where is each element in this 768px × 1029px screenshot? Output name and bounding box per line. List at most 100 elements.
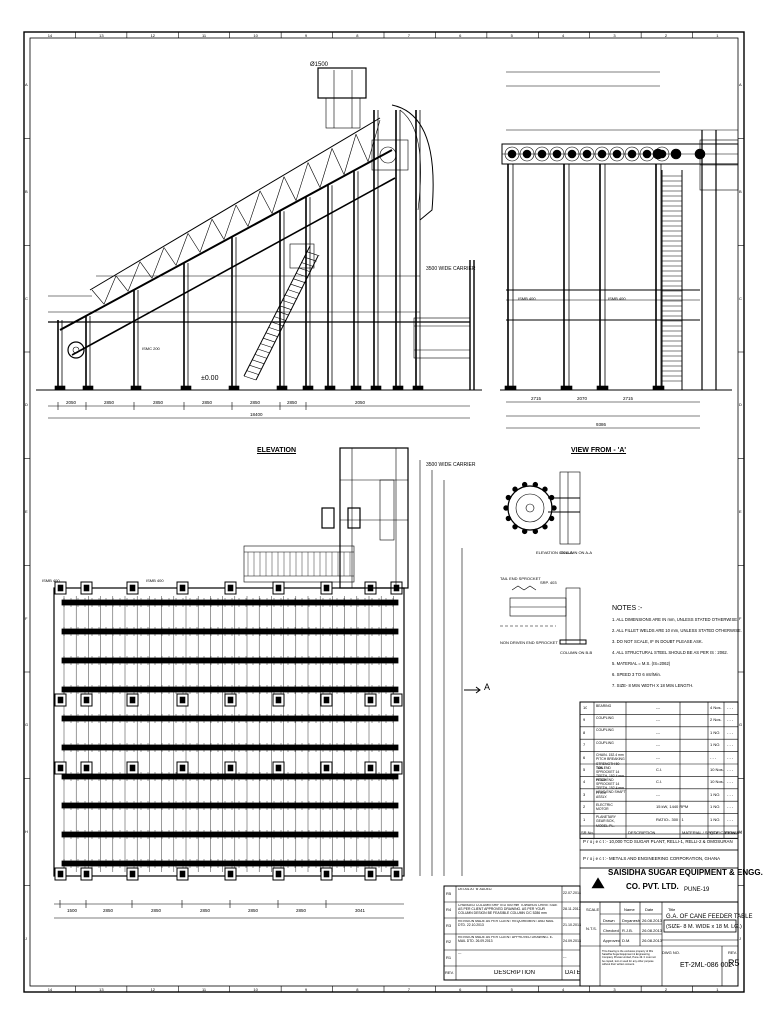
bom-row-description: BEARING (596, 703, 612, 708)
title-header: Title (668, 907, 676, 912)
revision-grid (443, 885, 581, 981)
border-col-label: 13 (99, 987, 104, 992)
beam-tag-3: ISMC 200 (142, 346, 160, 351)
bom-row-number: 5 (583, 767, 586, 772)
bom-row-qty: 1 NO. (710, 791, 721, 797)
side-dimension: 2715 (531, 396, 542, 401)
border-col-label: 7 (407, 33, 410, 38)
non-driven-tag: NON DRIVEN END SPROCKET (500, 640, 558, 645)
diameter-label: Ø1500 (310, 62, 329, 68)
plan-dimension: 2850 (248, 908, 259, 913)
sprocket-tag: SRP. 403 (540, 580, 557, 585)
border-col-label: 8 (356, 987, 359, 992)
drawn-date: 26.08.2013 (642, 918, 663, 923)
date-header: Date (645, 907, 654, 912)
elevation-dimension: 2850 (104, 400, 115, 405)
border-row-label: E (739, 509, 742, 514)
plan-dimension: 2850 (151, 908, 162, 913)
border-col-label: 4 (562, 987, 565, 992)
bom-row-material: --- (656, 705, 660, 710)
bom-row-description: ELECTRIC MOTOR (596, 802, 613, 811)
note-item: 4. ALL STRUCTURAL STEEL SHOULD BE AS PER… (612, 650, 728, 655)
elevation-stair (243, 243, 320, 381)
scale-label: SCALE (586, 907, 600, 912)
bom-row-material: --- (656, 729, 660, 735)
border-col-label: 10 (253, 33, 258, 38)
side-view-columns (504, 130, 717, 391)
border-col-label: 5 (510, 33, 513, 38)
bom-row-qty: 1 NO. (710, 729, 721, 735)
bom-row-number: 4 (583, 779, 586, 785)
plan-view (53, 447, 481, 919)
carrier-tag-2: 3500 WIDE CARRIER (426, 462, 476, 468)
carrier-tag: 3500 WIDE CARRIER (426, 266, 476, 272)
note-item: 2. ALL FILLET WELDS ARE 10 mm, UNLESS ST… (612, 628, 742, 633)
border-col-label: 8 (356, 33, 359, 38)
revision-col-date: DATE (565, 970, 581, 976)
side-dimension: 2715 (623, 396, 634, 401)
bom-row-material: 15 kW, 1440 RPM (656, 804, 689, 810)
bom-row-number: 7 (583, 742, 586, 748)
bom-grid (579, 701, 739, 839)
elevation-dimension: 2850 (250, 400, 261, 405)
project-line-1: P r o j e c t :- 10,000 TCD SUGAR PLANT,… (583, 839, 733, 844)
border-col-label: 13 (99, 33, 104, 38)
plan-verticals (63, 596, 394, 872)
company-name: SAISIDHA SUGAR EQUIPMENT & ENGG. (608, 868, 763, 877)
elevation-dimension: 2850 (287, 400, 298, 405)
bom-header: MATERIAL / SPECIFICATION (682, 829, 736, 835)
bom-row-material: C.I. (656, 767, 663, 772)
elevation-title: ELEVATION (257, 447, 297, 454)
elevation-dimensions (57, 402, 307, 410)
bom-header: SR.No. (581, 829, 594, 835)
section-arrow-label: A (484, 682, 491, 692)
bom-header: REMARK (725, 829, 743, 835)
side-view (500, 71, 739, 429)
revision-date: 21.10.2013 (563, 923, 581, 927)
beam-tag: ISMB 400 (518, 296, 536, 301)
plan-dimension: 2850 (200, 908, 211, 913)
bom-row-qty: - - - (710, 754, 717, 760)
bom-row-remark: - - - (727, 816, 734, 822)
notes-block: NOTES :- 1. ALL DIMENSIONS ARE IN mm, UN… (612, 604, 742, 691)
plan-chains (61, 598, 399, 868)
bom-row-qty: 1 NO. (710, 804, 721, 810)
name-header: Name (624, 907, 635, 912)
revision-date: 28.11.2013 (563, 907, 581, 911)
border-col-label: 14 (47, 33, 53, 38)
border-col-label: 2 (664, 987, 668, 992)
revision-description: REVISION MADE AS PER CLIENT APPROVED DRA… (458, 936, 554, 943)
border-col-label: 12 (150, 33, 156, 38)
bom-row-description: TAIL END SPROCKET 14 TEETH, 152.4 mm PIT… (596, 765, 625, 783)
bom-row-remark: - - - (727, 705, 734, 710)
border-row-label: J (25, 935, 27, 941)
border-row-label: F (25, 615, 28, 621)
revision-col-description: DESCRIPTION (494, 970, 536, 976)
approved-label: Approved (603, 938, 621, 943)
plan-columns (54, 581, 403, 881)
beam-tag-4: ISMB 400 (42, 578, 60, 583)
bom-row-qty: 1 NO. (710, 742, 721, 748)
bom-row-remark: - - - (727, 791, 734, 797)
border-col-label: 9 (304, 987, 308, 992)
border-col-label: 1 (716, 987, 719, 992)
column-aa-tag: COLUMN ON A-A (560, 550, 593, 555)
revision-description: CHANGED COLUMN SHIFTED 500 mm TOWARDS DR… (458, 904, 558, 915)
border-ticks (23, 31, 745, 993)
plan-dimension: 2850 (296, 908, 307, 913)
revision-number: R5 (446, 891, 452, 896)
title-block-grid (579, 901, 739, 987)
drawn-name: Dnyanesh (622, 918, 641, 923)
note-item: 7. SIZE- 8 Mtrs WIDTH X 18 Mtrs LENGTH. (612, 683, 694, 688)
bom-row-number: 6 (583, 754, 586, 760)
rev-no: R5 (728, 958, 740, 968)
elevation-dimension: 2050 (355, 400, 366, 405)
border-col-label: 3 (613, 33, 616, 38)
border-col-label: 11 (202, 987, 207, 992)
border-col-label: 14 (47, 987, 53, 992)
bom-row-number: 9 (583, 717, 586, 723)
revision-number: R3 (446, 923, 452, 928)
detail-sprocket (500, 471, 587, 645)
outer-border (23, 31, 745, 993)
bom-row-remark: - - - (727, 754, 734, 760)
